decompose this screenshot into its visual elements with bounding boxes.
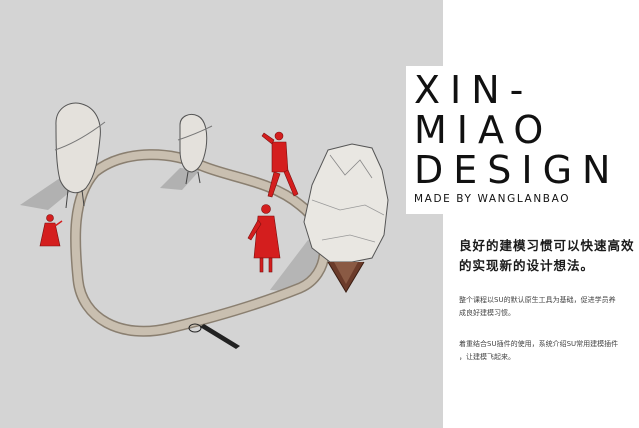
title-line-2: MIAO xyxy=(414,108,554,152)
pod-left xyxy=(54,102,106,209)
headline-line-1: 良好的建模习惯可以快速高效 xyxy=(459,238,635,253)
paragraph-2-line-2: ，让建模飞起来。 xyxy=(459,353,515,361)
paragraph-1-line-1: 整个课程以SU的默认原生工具为基础，促进学员养 xyxy=(459,296,616,304)
headline-line-2: 的实现新的设计想法。 xyxy=(459,258,595,273)
title-line-3: DESIGN xyxy=(414,148,621,192)
pod-middle xyxy=(177,113,213,185)
figure-standing xyxy=(247,204,281,273)
author-subtitle: MADE BY WANGLANBAO xyxy=(414,193,571,205)
ground-logo-plaque xyxy=(188,323,240,349)
title-block: XIN- MIAO DESIGN MADE BY WANGLANBAO xyxy=(406,66,639,214)
paragraph-1-line-2: 成良好建模习惯。 xyxy=(459,309,515,317)
paragraph-2-line-1: 着重结合SU插件的使用，系统介绍SU常用建模插件 xyxy=(459,340,619,348)
crystal-tower xyxy=(303,143,389,293)
model-render-scene xyxy=(0,0,443,428)
title-line-1: XIN- xyxy=(414,68,534,112)
figure-left-child xyxy=(39,214,63,247)
model-render-illustration xyxy=(20,102,389,349)
figure-walking xyxy=(261,131,299,198)
pod-middle-shadow xyxy=(160,168,200,190)
